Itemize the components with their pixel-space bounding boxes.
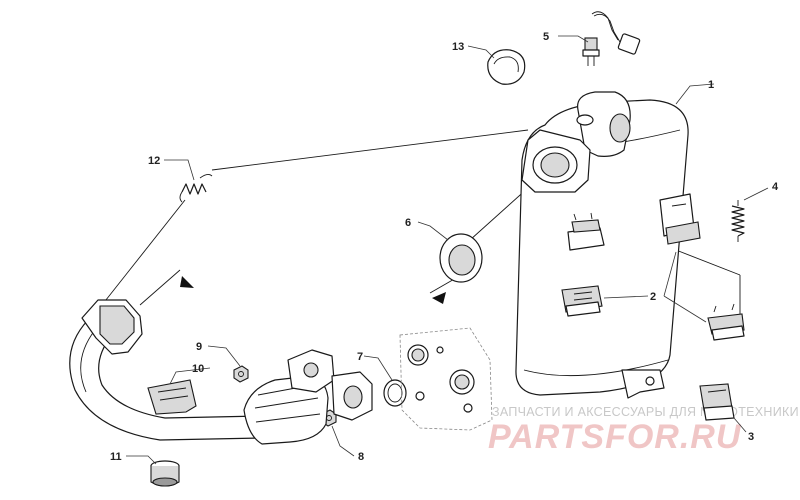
callout-12: 12 xyxy=(148,155,160,167)
rubber-grommet xyxy=(150,460,180,487)
watermark-logo: PARTSFOR.RU xyxy=(488,418,742,456)
arrow-marker-lower xyxy=(432,292,446,304)
nut-upper xyxy=(233,365,249,383)
callout-2: 2 xyxy=(650,291,656,303)
callout-5: 5 xyxy=(543,31,549,43)
header-pipe xyxy=(69,299,373,445)
callout-4: 4 xyxy=(772,181,779,193)
upper-bracket xyxy=(659,193,701,245)
callout-1: 1 xyxy=(708,79,714,91)
spring-right xyxy=(731,200,745,242)
rubber-mount-3 xyxy=(707,303,745,341)
callout-6: 6 xyxy=(405,217,411,229)
exhaust-gasket-small xyxy=(383,379,407,407)
pipe-clamp xyxy=(487,49,526,85)
watermark-tagline: ЗАПЧАСТИ И АКСЕССУАРЫ ДЛЯ МОТОТЕХНИКИ xyxy=(492,405,799,419)
lower-bracket xyxy=(699,383,735,421)
callout-9: 9 xyxy=(196,341,202,353)
callout-8: 8 xyxy=(358,451,364,463)
spring-left xyxy=(179,173,213,203)
callout-leaders xyxy=(126,35,769,465)
callout-7: 7 xyxy=(357,351,363,363)
callout-labels: 1 2 3 4 5 6 7 8 9 10 11 12 13 xyxy=(110,31,779,463)
callout-3: 3 xyxy=(748,431,754,443)
oxygen-sensor xyxy=(582,11,641,66)
cylinder-head-outline xyxy=(399,327,493,431)
callout-13: 13 xyxy=(452,41,464,53)
rubber-mount-2 xyxy=(561,285,603,317)
arrow-marker-upper xyxy=(180,276,194,288)
callout-10: 10 xyxy=(192,363,204,375)
rubber-mount-1 xyxy=(567,212,605,251)
muffler xyxy=(515,91,689,399)
exhaust-gasket-large xyxy=(439,233,483,283)
callout-11: 11 xyxy=(110,451,122,463)
